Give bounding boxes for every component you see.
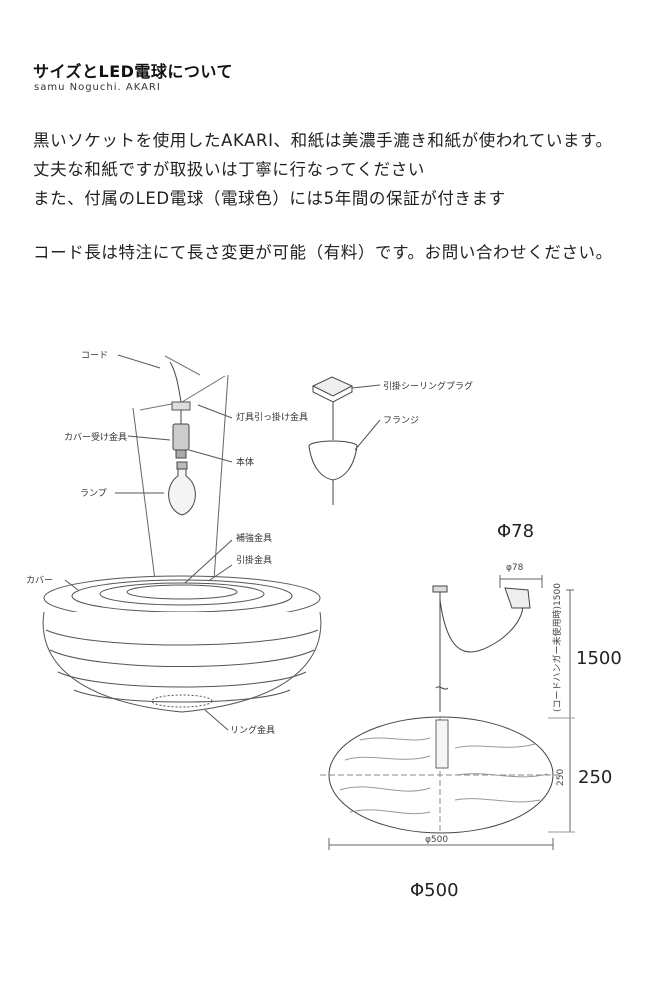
label-lamp: ランプ [80,488,107,499]
ceiling-plug-diagram [308,376,381,505]
dimension-shade-diameter-small: φ500 [425,835,448,845]
description-line-4: コード長は特注にて長さ変更が可能（有料）です。お問い合わせください。 [33,243,613,262]
dimension-cord-length: 1500 [576,648,622,669]
dimension-drawing [320,575,575,850]
page-title: サイズとLED電球について [33,62,233,81]
label-cover-receiver: カバー受け金具 [64,431,127,443]
dimension-shade-diameter: Φ500 [410,880,459,901]
description-line-2: 丈夫な和紙ですが取扱いは丁寧に行なってください [33,160,425,179]
dimension-canopy-diameter-small: φ78 [506,563,524,573]
label-hook: 引掛金具 [236,554,272,566]
description-line-3: また、付属のLED電球（電球色）には5年間の保証が付きます [33,189,506,208]
dimension-cord-note: (コードハンガー未使用時)1500 [551,583,563,712]
label-cover: カバー [26,575,53,586]
exploded-view [42,354,322,731]
label-reinforcement: 補強金具 [236,532,272,544]
label-ring: リング金具 [230,724,275,736]
dimension-canopy-diameter: Φ78 [497,521,534,542]
label-flange: フランジ [383,415,419,426]
label-ceiling-plug: 引掛シーリングプラグ [383,380,473,392]
label-cord: コード [81,351,108,361]
dimension-height: 250 [578,767,612,788]
description-line-1: 黒いソケットを使用したAKARI、和紙は美濃手漉き和紙が使われています。 [33,131,613,150]
label-body: 本体 [236,456,254,468]
dimension-height-small: 250 [556,769,566,786]
page-subtitle: samu Noguchi. AKARI [34,82,161,93]
label-fixture-hook: 灯具引っ掛け金具 [236,411,308,423]
